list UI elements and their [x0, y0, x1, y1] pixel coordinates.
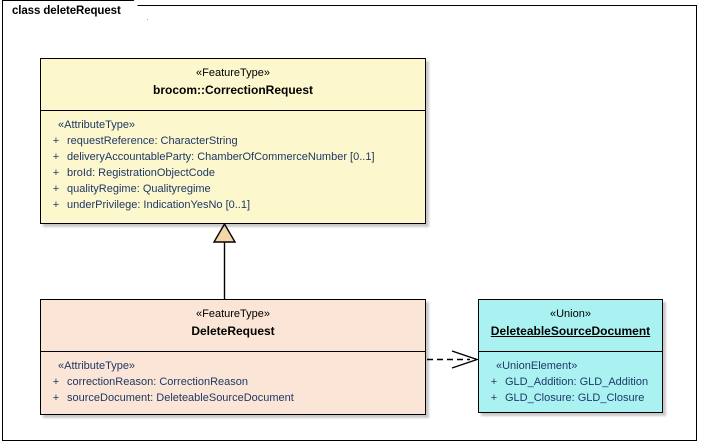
attribute-text: deliveryAccountableParty: ChamberOfComme… [67, 151, 375, 163]
class-compartment-divider [41, 110, 425, 111]
class-stereotype: «FeatureType» [196, 67, 270, 79]
attribute-row[interactable]: + deliveryAccountableParty: ChamberOfCom… [45, 149, 421, 165]
attribute-text: sourceDocument: DeleteableSourceDocument [67, 392, 294, 404]
attribute-visibility: + [52, 183, 60, 195]
uml-class-deleteablesourcedocument[interactable]: «Union» DeleteableSourceDocument «UnionE… [478, 299, 663, 413]
attribute-visibility: + [52, 392, 60, 404]
attribute-visibility: + [52, 167, 60, 179]
class-stereotype: «FeatureType» [196, 308, 270, 320]
attribute-visibility: + [490, 376, 498, 388]
attribute-row[interactable]: + broId: RegistrationObjectCode [45, 165, 421, 181]
class-title: DeleteableSourceDocument [490, 324, 651, 338]
attribute-text: correctionReason: CorrectionReason [67, 376, 248, 388]
attribute-row[interactable]: + qualityRegime: Qualityregime [45, 181, 421, 197]
class-header-deleterequest: «FeatureType» DeleteRequest [41, 300, 425, 351]
class-attributes-compartment: «UnionElement» + GLD_Addition: GLD_Addit… [479, 352, 662, 412]
attribute-row[interactable]: + sourceDocument: DeleteableSourceDocume… [45, 390, 421, 406]
class-header-correctionrequest: «FeatureType» brocom::CorrectionRequest [41, 59, 425, 110]
uml-class-correctionrequest[interactable]: «FeatureType» brocom::CorrectionRequest … [40, 58, 426, 224]
attribute-row[interactable]: + correctionReason: CorrectionReason [45, 374, 421, 390]
attribute-group-label: «AttributeType» [58, 119, 136, 131]
attribute-visibility: + [490, 392, 498, 404]
attribute-text: GLD_Addition: GLD_Addition [505, 376, 649, 388]
attribute-text: qualityRegime: Qualityregime [67, 183, 211, 195]
class-compartment-divider [479, 351, 662, 352]
attribute-visibility: + [52, 151, 60, 163]
attribute-row[interactable]: + GLD_Closure: GLD_Closure [483, 390, 658, 406]
class-title: DeleteRequest [191, 324, 275, 338]
attribute-row[interactable]: + GLD_Addition: GLD_Addition [483, 374, 658, 390]
attribute-group-label: «UnionElement» [496, 360, 578, 372]
class-attributes-compartment: «AttributeType» + correctionReason: Corr… [41, 352, 425, 412]
attribute-text: GLD_Closure: GLD_Closure [505, 392, 645, 404]
diagram-title-label: class deleteRequest [12, 4, 121, 17]
diagram-title-tab[interactable]: class deleteRequest [2, 0, 148, 20]
attribute-row[interactable]: + requestReference: CharacterString [45, 133, 421, 149]
attribute-text: underPrivilege: IndicationYesNo [0..1] [67, 199, 251, 211]
class-attributes-compartment: «AttributeType» + requestReference: Char… [41, 111, 425, 219]
class-compartment-divider [41, 351, 425, 352]
attribute-visibility: + [52, 376, 60, 388]
attribute-visibility: + [52, 199, 60, 211]
class-header-deleteablesourcedocument: «Union» DeleteableSourceDocument [479, 300, 662, 351]
uml-class-deleterequest[interactable]: «FeatureType» DeleteRequest «AttributeTy… [40, 299, 426, 415]
class-stereotype: «Union» [550, 308, 591, 320]
attribute-group-label: «AttributeType» [58, 360, 136, 372]
class-title: brocom::CorrectionRequest [152, 83, 313, 97]
attribute-row[interactable]: + underPrivilege: IndicationYesNo [0..1] [45, 197, 421, 213]
attribute-text: requestReference: CharacterString [67, 135, 238, 147]
attribute-visibility: + [52, 135, 60, 147]
attribute-text: broId: RegistrationObjectCode [67, 167, 215, 179]
